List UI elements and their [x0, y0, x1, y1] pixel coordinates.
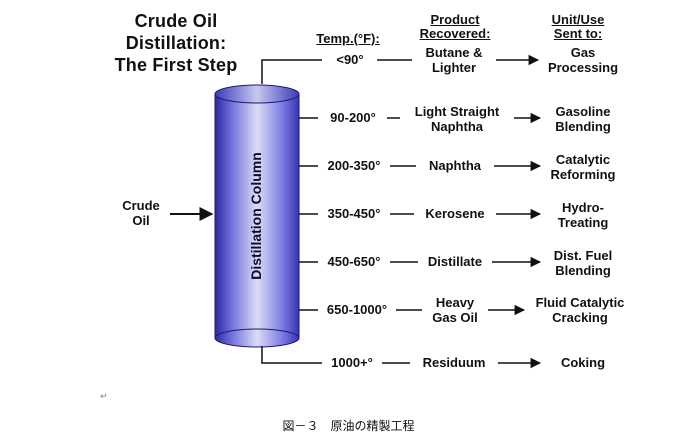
top-takeoff-line — [261, 59, 322, 84]
product-label: Heavy Gas Oil — [422, 295, 488, 325]
temp-label: 200-350° — [327, 158, 381, 173]
product-label-line-1: Butane & — [425, 45, 483, 60]
temp-label: 650-1000° — [326, 302, 388, 317]
product-label: Distillate — [418, 254, 492, 269]
header-product: Product Recovered: — [400, 13, 510, 41]
temp-label: <90° — [336, 52, 364, 67]
header-product-line-2: Recovered: — [419, 26, 491, 41]
bottom-takeoff-line — [261, 346, 322, 364]
figure-caption: 図－３ 原油の精製工程 — [282, 419, 415, 433]
product-label: Residuum — [410, 355, 498, 370]
unit-label-line-1: Fluid Catalytic — [535, 295, 625, 310]
input-label-line-1: Crude — [122, 198, 160, 213]
unit-label-line-2: Treating — [557, 215, 609, 230]
unit-label-line-2: Reforming — [550, 167, 616, 182]
product-label-line-1: Distillate — [427, 254, 483, 269]
title-line-3: The First Step — [114, 55, 238, 75]
title-line-1: Crude Oil — [134, 11, 218, 31]
product-label-line-1: Naphtha — [429, 158, 481, 173]
product-label: Light Straight Naphtha — [400, 104, 514, 134]
unit-label-line-1: Dist. Fuel — [553, 248, 613, 263]
product-label-line-1: Kerosene — [425, 206, 485, 221]
unit-label-line-2: Cracking — [552, 310, 608, 325]
unit-label-line-2: Blending — [555, 119, 611, 134]
unit-label: Gasoline Blending — [530, 104, 636, 134]
unit-label-line-2: Blending — [555, 263, 611, 278]
unit-label-line-1: Hydro- — [562, 200, 604, 215]
paragraph-mark: ↵ — [100, 391, 108, 401]
column-label: Distillation Column — [248, 152, 264, 280]
product-label: Naphtha — [416, 158, 494, 173]
product-label-line-1: Residuum — [422, 355, 486, 370]
unit-label-line-1: Catalytic — [555, 152, 611, 167]
unit-label: Gas Processing — [530, 45, 636, 75]
distillation-column: Distillation Column — [214, 84, 300, 348]
input-label: Crude Oil — [118, 198, 164, 228]
unit-label-line-1: Coking — [560, 355, 606, 370]
product-label-line-2: Naphtha — [431, 119, 483, 134]
unit-label: Dist. Fuel Blending — [530, 248, 636, 278]
input-label-line-2: Oil — [132, 213, 150, 228]
unit-label: Catalytic Reforming — [530, 152, 636, 182]
product-label: Kerosene — [414, 206, 496, 221]
unit-label-line-2: Processing — [547, 60, 619, 75]
diagram-title: Crude Oil Distillation: The First Step — [84, 10, 268, 76]
product-label-line-2: Gas Oil — [432, 310, 478, 325]
product-label-line-2: Lighter — [431, 60, 477, 75]
title-line-2: Distillation: — [125, 33, 227, 53]
temp-label: 1000+° — [331, 355, 373, 370]
unit-label: Hydro- Treating — [530, 200, 636, 230]
header-unit-line-2: Sent to: — [553, 26, 603, 41]
unit-label: Coking — [530, 355, 636, 370]
header-unit: Unit/Use Sent to: — [530, 13, 626, 41]
header-unit-line-1: Unit/Use — [551, 12, 605, 27]
product-label-line-1: Heavy — [435, 295, 475, 310]
unit-label-line-1: Gasoline — [555, 104, 611, 119]
header-temp: Temp.(°F): — [316, 31, 380, 46]
temp-label: 450-650° — [327, 254, 381, 269]
product-label-line-1: Light Straight — [414, 104, 500, 119]
product-label: Butane & Lighter — [412, 45, 496, 75]
header-product-line-1: Product — [430, 12, 480, 27]
unit-label: Fluid Catalytic Cracking — [524, 295, 636, 325]
temp-label: 350-450° — [327, 206, 381, 221]
unit-label-line-1: Gas — [570, 45, 596, 60]
temp-label: 90-200° — [330, 110, 376, 125]
